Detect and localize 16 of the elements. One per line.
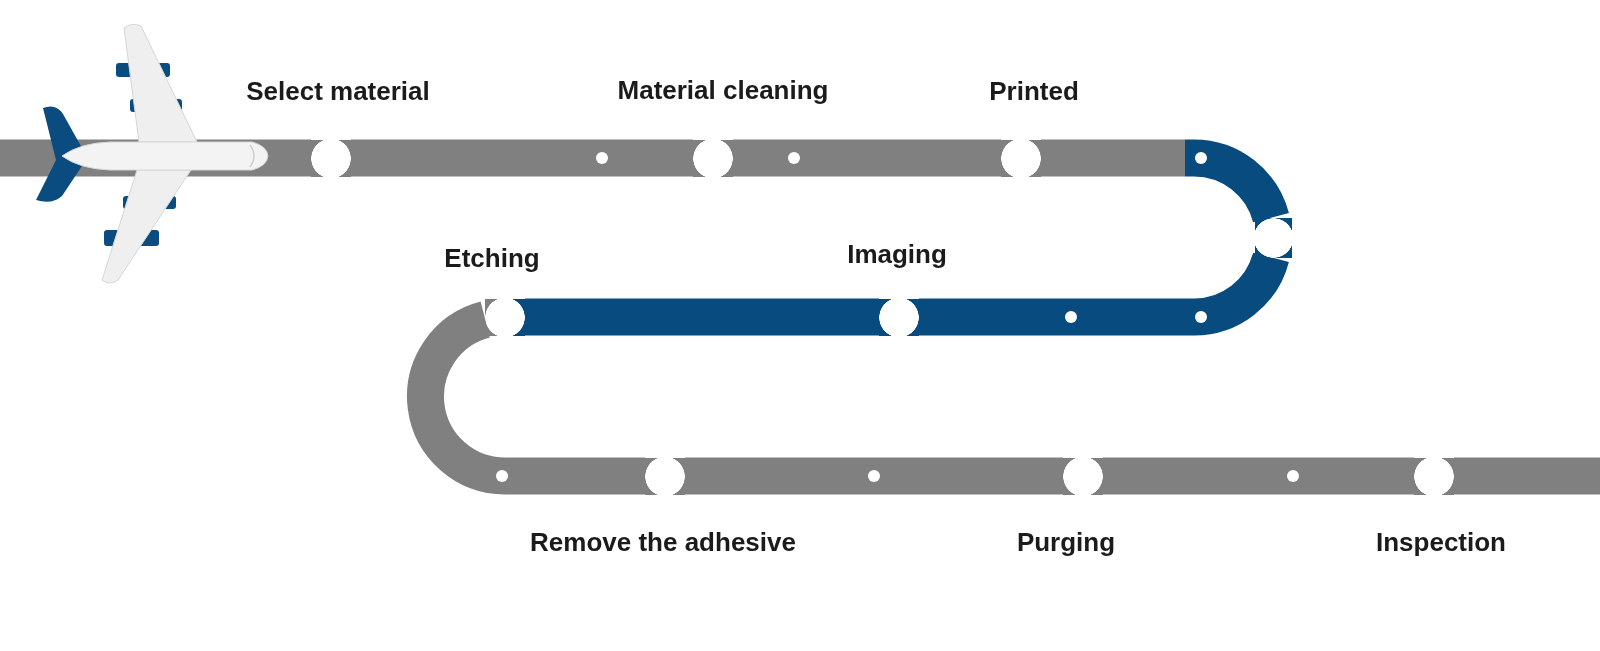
step-label: Imaging xyxy=(847,240,947,270)
step-label: Material cleaning xyxy=(617,76,829,106)
step-label: Select material xyxy=(246,77,430,107)
road-segment xyxy=(733,139,1001,177)
road-segment xyxy=(351,139,693,177)
step-label: Remove the adhesive xyxy=(530,528,796,558)
road-segment xyxy=(407,301,645,495)
road-segment xyxy=(0,139,311,177)
step-label: Inspection xyxy=(1376,528,1506,558)
step-label: Printed xyxy=(989,77,1079,107)
road-segment xyxy=(1103,457,1414,495)
road-segment xyxy=(1454,457,1600,495)
road-segment xyxy=(525,298,879,336)
step-label: Etching xyxy=(444,244,540,274)
step-label: Purging xyxy=(1016,528,1116,558)
road-segment xyxy=(685,457,1063,495)
